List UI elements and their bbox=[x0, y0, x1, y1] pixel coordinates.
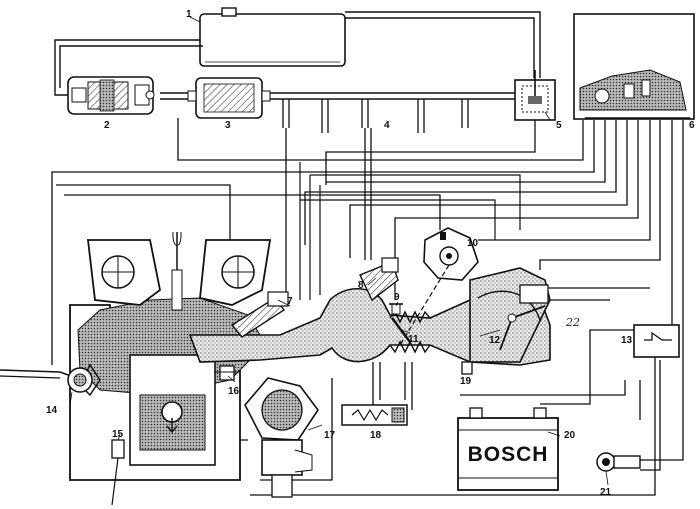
battery: BOSCH bbox=[457, 407, 559, 491]
callout-14: 14 bbox=[46, 405, 58, 416]
fuel-tank bbox=[199, 7, 346, 67]
callout-4: 4 bbox=[384, 120, 390, 131]
main-relay bbox=[633, 324, 680, 358]
electronic-control-unit bbox=[573, 13, 695, 120]
callout-9: 9 bbox=[394, 292, 400, 303]
pressure-regulator bbox=[325, 70, 556, 185]
callout-10: 10 bbox=[467, 238, 479, 249]
callout-12: 12 bbox=[489, 335, 501, 346]
callout-15: 15 bbox=[112, 429, 124, 440]
battery-brand-label: BOSCH bbox=[468, 443, 549, 466]
thermo-time-switch bbox=[214, 365, 240, 381]
wiring-harness bbox=[51, 118, 684, 496]
callout-6: 6 bbox=[689, 120, 695, 131]
callout-5: 5 bbox=[556, 120, 562, 131]
callout-1: 1 bbox=[186, 9, 192, 20]
fuel-pump bbox=[67, 76, 155, 115]
idle-screw bbox=[389, 303, 403, 315]
callout-16: 16 bbox=[228, 386, 240, 397]
throttle-valve bbox=[391, 317, 411, 343]
callout-11: 11 bbox=[408, 334, 419, 345]
callout-19: 19 bbox=[460, 376, 472, 387]
callout-labels: 1 2 3 4 5 6 7 8 9 10 11 12 13 14 15 16 1… bbox=[46, 9, 695, 498]
callout-leaders bbox=[69, 16, 609, 486]
fuel-lines bbox=[54, 11, 541, 100]
ignition-switch bbox=[596, 452, 641, 472]
throttle-valve-switch bbox=[399, 227, 479, 346]
callout-3: 3 bbox=[225, 120, 231, 131]
fuel-rail bbox=[282, 99, 469, 295]
air-flow-meter bbox=[469, 267, 551, 363]
fuel-filter bbox=[187, 77, 271, 119]
callout-8: 8 bbox=[358, 280, 364, 291]
idle-mixture-screw bbox=[461, 361, 473, 375]
handwritten-note: 22 bbox=[565, 316, 580, 329]
callout-18: 18 bbox=[370, 430, 382, 441]
callout-7: 7 bbox=[287, 296, 293, 307]
callout-17: 17 bbox=[324, 430, 336, 441]
callout-21: 21 bbox=[600, 487, 612, 498]
callout-13: 13 bbox=[621, 335, 633, 346]
callout-20: 20 bbox=[564, 430, 576, 441]
callout-2: 2 bbox=[104, 120, 110, 131]
auxiliary-air-valve bbox=[341, 362, 413, 426]
intake-manifold bbox=[188, 162, 551, 366]
distributor bbox=[244, 377, 319, 498]
injector-8 bbox=[359, 257, 399, 302]
